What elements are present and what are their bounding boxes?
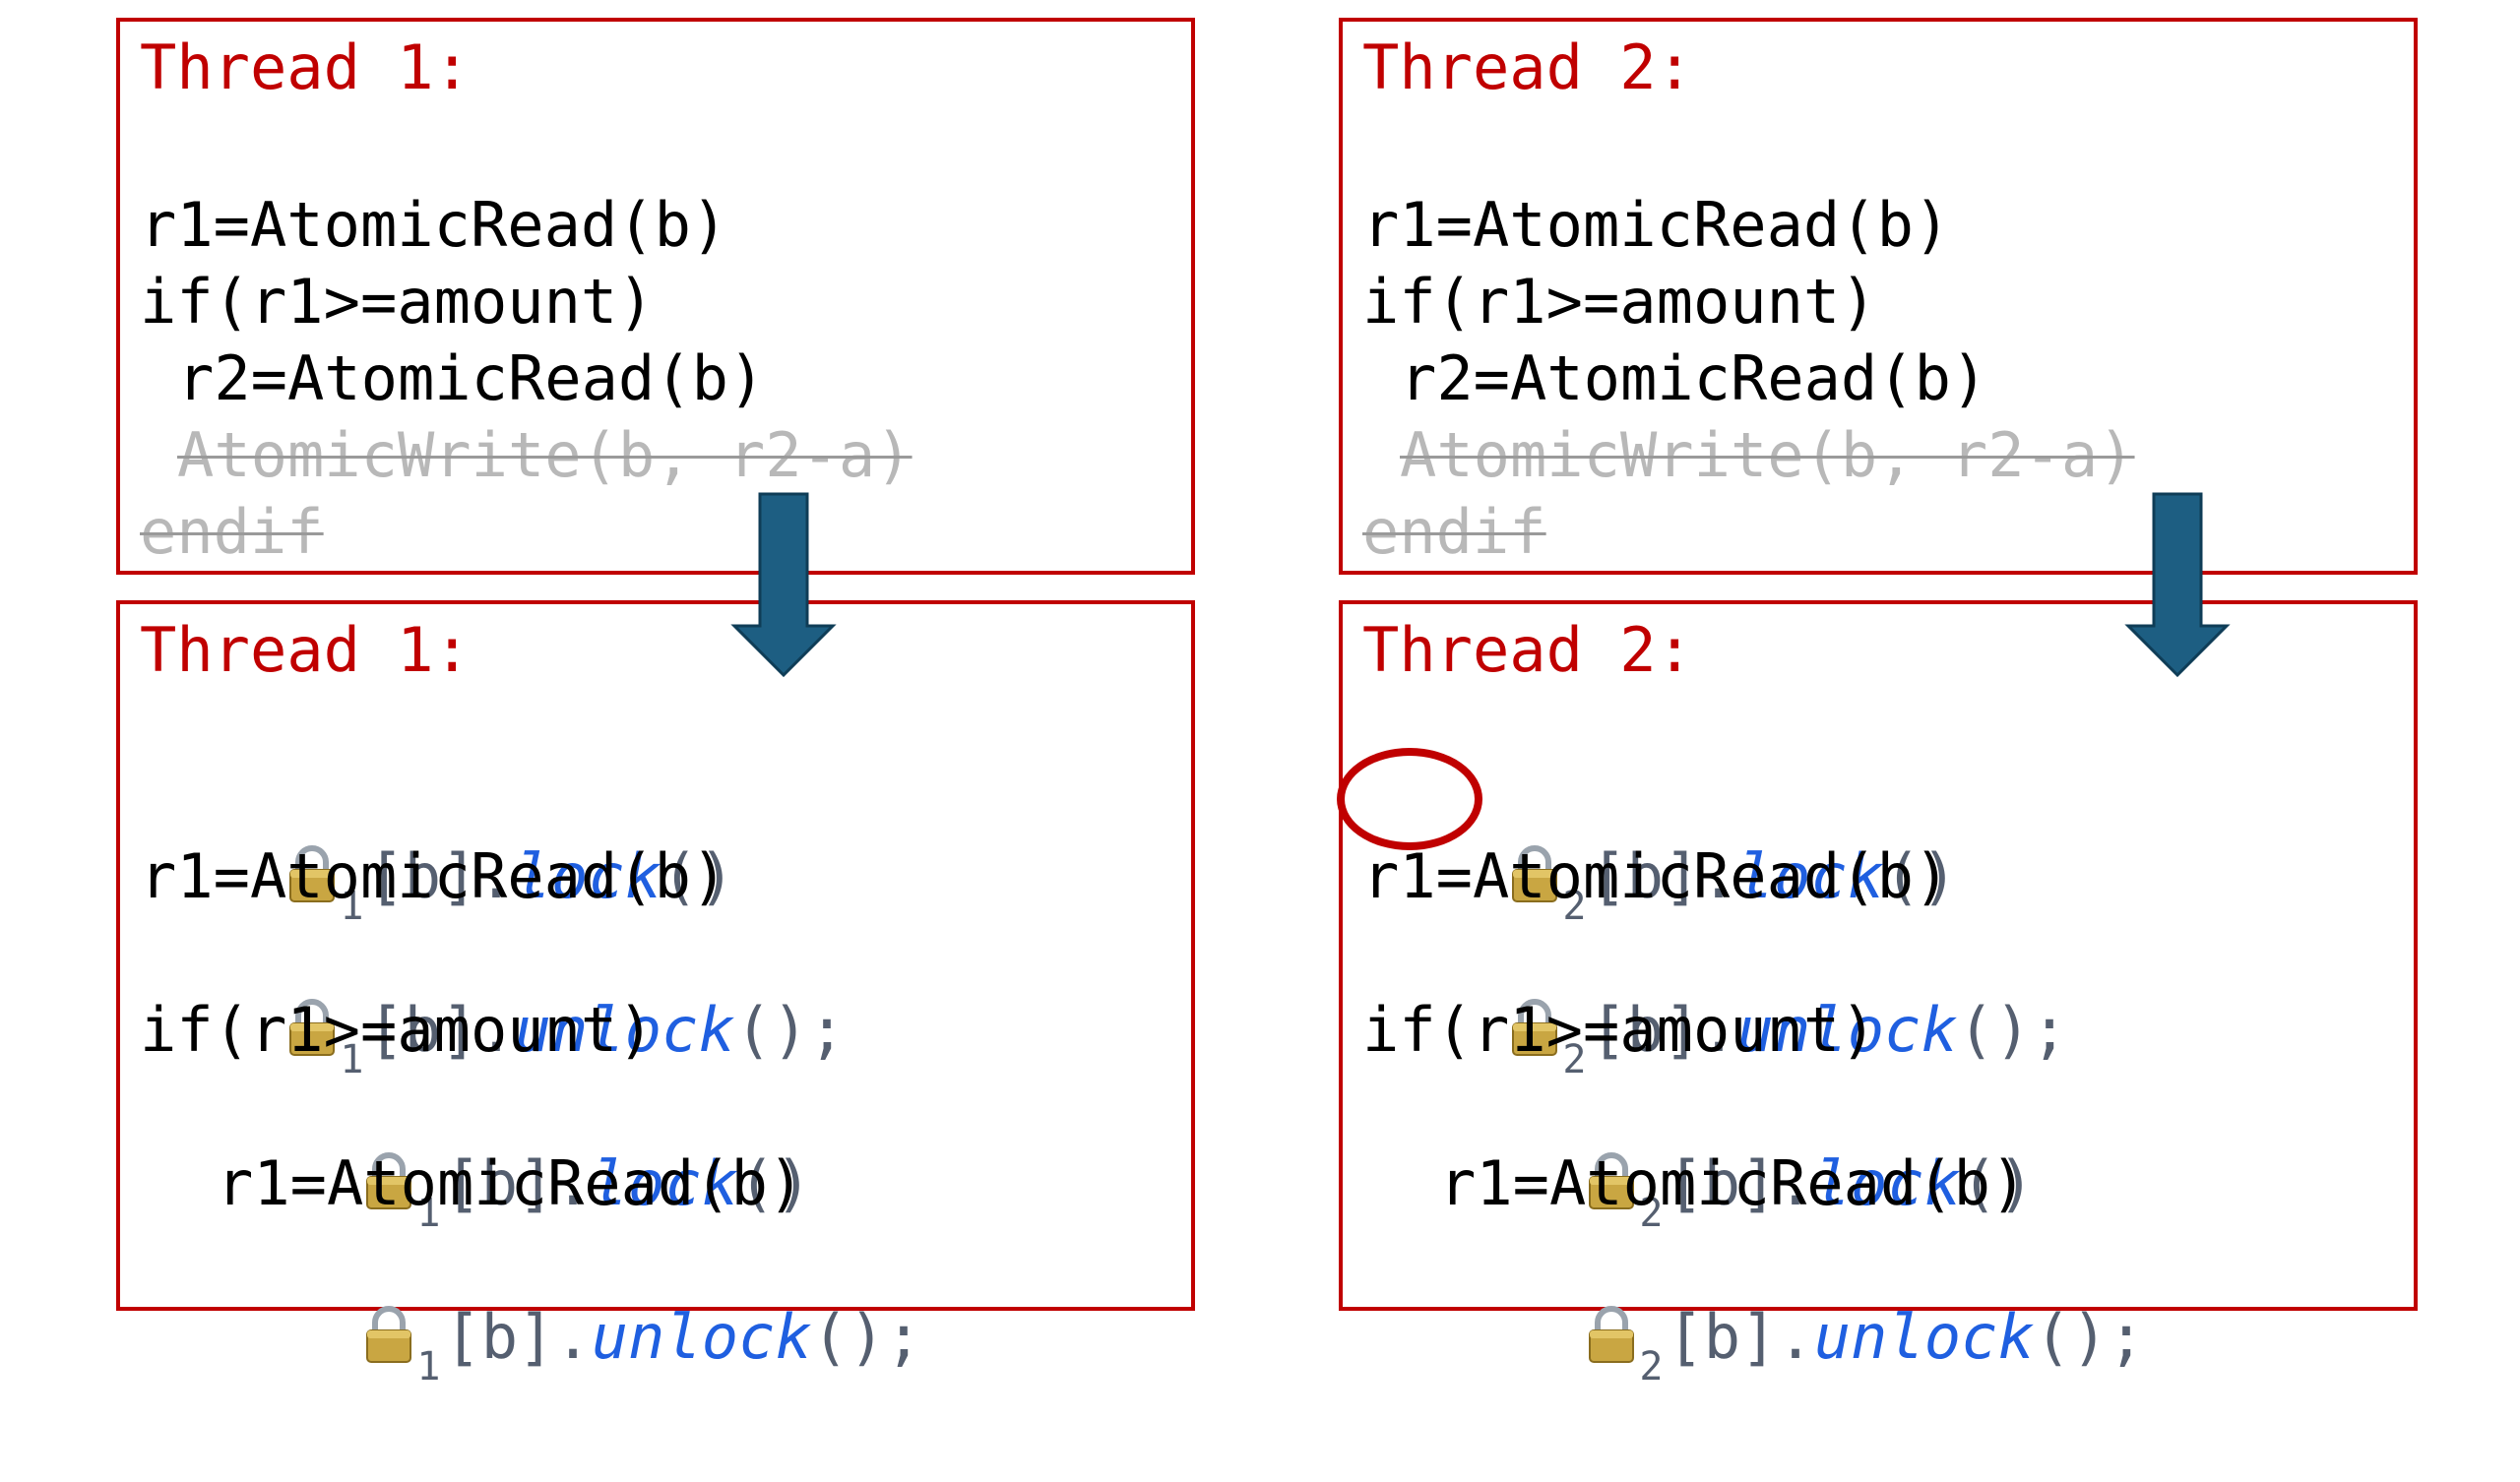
box-title: Thread 2: bbox=[1362, 31, 1693, 103]
thread1-transformed-box: Thread 1: 1[b].lock() r1=AtomicRead(b) 1… bbox=[116, 600, 1195, 1389]
struck-code-line: AtomicWrite(b, r2-a) bbox=[177, 419, 913, 491]
padlock-icon bbox=[363, 1151, 414, 1210]
unlock-method: unlock bbox=[514, 994, 735, 1066]
highlight-circle bbox=[1337, 748, 1482, 850]
lock-target: [b]. bbox=[1667, 1301, 1814, 1373]
lock-call-line: 1[b].lock() bbox=[217, 1069, 812, 1236]
code-line: if(r1>=amount) bbox=[1362, 994, 1877, 1066]
lock-index: 2 bbox=[1639, 1344, 1664, 1389]
box-title: Thread 2: bbox=[1362, 614, 1693, 686]
call-parens: () bbox=[1961, 1147, 2035, 1219]
padlock-icon bbox=[286, 998, 338, 1057]
unlock-call-line: 2[b].unlock(); bbox=[1439, 1222, 2145, 1389]
lock-target: [b]. bbox=[367, 840, 515, 912]
lock-method: lock bbox=[1736, 840, 1885, 912]
unlock-method: unlock bbox=[1736, 994, 1958, 1066]
padlock-icon bbox=[363, 1305, 414, 1364]
lock-method: lock bbox=[514, 840, 662, 912]
lock-target: [b]. bbox=[444, 1301, 592, 1373]
thread2-original-box: Thread 2: r1=AtomicRead(b) if(r1>=amount… bbox=[1339, 18, 2418, 575]
thread1-original-box: Thread 1: r1=AtomicRead(b) if(r1>=amount… bbox=[116, 18, 1195, 575]
code-line: if(r1>=amount) bbox=[140, 266, 655, 338]
padlock-icon bbox=[1586, 1151, 1637, 1210]
lock-index: 1 bbox=[340, 884, 364, 929]
padlock-icon bbox=[1586, 1305, 1637, 1364]
box-title: Thread 1: bbox=[140, 614, 471, 686]
lock-target: [b]. bbox=[1667, 1147, 1814, 1219]
code-line: r1=AtomicRead(b) bbox=[1362, 189, 1951, 261]
code-line: r1=AtomicRead(b) bbox=[217, 1147, 805, 1219]
thread2-transformed-box: Thread 2: 2[b].lock() r1=AtomicRead(b) 2… bbox=[1339, 600, 2418, 1389]
lock-call-line: 1[b].lock() bbox=[140, 762, 735, 929]
call-parens: () bbox=[738, 1147, 812, 1219]
code-line: if(r1>=amount) bbox=[1362, 266, 1877, 338]
call-parens: (); bbox=[811, 1301, 922, 1373]
lock-target: [b]. bbox=[367, 994, 515, 1066]
unlock-method: unlock bbox=[1813, 1301, 2035, 1373]
call-parens: () bbox=[1884, 840, 1958, 912]
struck-code-line: endif bbox=[140, 496, 324, 568]
down-arrow-icon bbox=[730, 492, 837, 678]
padlock-icon bbox=[286, 844, 338, 903]
padlock-icon bbox=[1509, 998, 1560, 1057]
unlock-call-line: 1[b].unlock(); bbox=[140, 915, 846, 1082]
lock-index: 2 bbox=[1562, 1037, 1587, 1082]
lock-target: [b]. bbox=[1590, 994, 1737, 1066]
lock-index: 1 bbox=[340, 1037, 364, 1082]
lock-method: lock bbox=[591, 1147, 739, 1219]
unlock-call-line: 2[b].unlock(); bbox=[1362, 915, 2068, 1082]
code-line: if(r1>=amount) bbox=[140, 994, 655, 1066]
code-line: r1=AtomicRead(b) bbox=[1362, 840, 1951, 912]
padlock-icon bbox=[1509, 844, 1560, 903]
call-parens: (); bbox=[734, 994, 846, 1066]
lock-method: lock bbox=[1813, 1147, 1962, 1219]
box-title: Thread 1: bbox=[140, 31, 471, 103]
code-line: r1=AtomicRead(b) bbox=[140, 840, 728, 912]
lock-call-line: 2[b].lock() bbox=[1439, 1069, 2035, 1236]
struck-code-line: AtomicWrite(b, r2-a) bbox=[1400, 419, 2135, 491]
code-line: r1=AtomicRead(b) bbox=[140, 189, 728, 261]
struck-code-line: endif bbox=[1362, 496, 1546, 568]
down-arrow-icon bbox=[2124, 492, 2231, 678]
code-line: r2=AtomicRead(b) bbox=[177, 342, 766, 414]
lock-target: [b]. bbox=[444, 1147, 592, 1219]
unlock-method: unlock bbox=[591, 1301, 812, 1373]
code-line: r1=AtomicRead(b) bbox=[1439, 1147, 2028, 1219]
lock-index: 2 bbox=[1562, 884, 1587, 929]
call-parens: () bbox=[662, 840, 735, 912]
lock-index: 1 bbox=[416, 1191, 441, 1236]
call-parens: (); bbox=[2034, 1301, 2145, 1373]
lock-target: [b]. bbox=[1590, 840, 1737, 912]
code-line: r2=AtomicRead(b) bbox=[1400, 342, 1988, 414]
lock-index: 2 bbox=[1639, 1191, 1664, 1236]
call-parens: (); bbox=[1957, 994, 2068, 1066]
lock-index: 1 bbox=[416, 1344, 441, 1389]
unlock-call-line: 1[b].unlock(); bbox=[217, 1222, 922, 1389]
lock-call-line: 2[b].lock() bbox=[1362, 762, 1958, 929]
